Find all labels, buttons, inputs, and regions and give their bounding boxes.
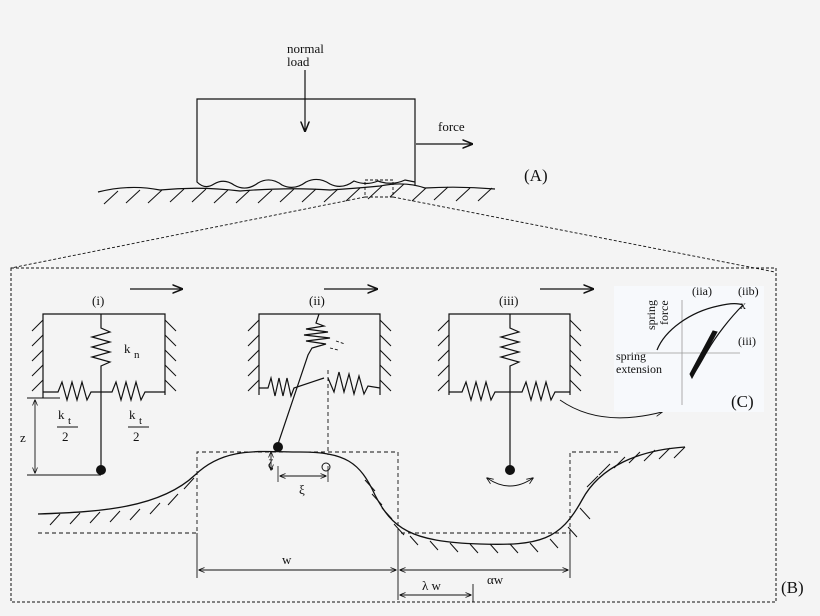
zoom-projection-lines — [10, 196, 776, 273]
tangential-spring-right — [101, 379, 165, 403]
tangential-spring-right-iii — [510, 379, 570, 403]
panel-b-frame — [10, 267, 777, 603]
kt-denominator-right: 2 — [133, 429, 140, 444]
kn-label: k — [124, 341, 131, 356]
kt-label-left: k — [58, 407, 65, 422]
swing-arrow — [487, 478, 533, 487]
kt-denominator-left: 2 — [62, 429, 69, 444]
dimension-lines — [38, 451, 620, 602]
normal-load-label: normal — [287, 41, 324, 56]
contact-node-iii — [505, 465, 515, 475]
kt-subscript-left: t — [68, 415, 71, 427]
loop-iia — [656, 303, 744, 351]
contact-node-ii — [273, 442, 283, 452]
panel-c: spring force spring extension (iia) (iib… — [614, 284, 764, 412]
to-inset-arrow — [559, 399, 662, 419]
kt-label-right: k — [129, 407, 136, 422]
tangential-spring-right-ii — [327, 371, 381, 397]
inset-x-label-2: extension — [616, 362, 662, 376]
panel-b-tag: (B) — [781, 578, 804, 597]
force-label: force — [438, 119, 465, 134]
tilted-normal-spring — [277, 313, 331, 445]
contact-zoom-box — [364, 179, 394, 198]
state-iii-label: (iii) — [499, 293, 519, 308]
contact-node-i — [96, 465, 106, 475]
inset-iii-label: (iii) — [738, 334, 756, 348]
inset-iib-label: (iib) — [738, 284, 759, 298]
inset-y-label-1: spring — [644, 300, 658, 330]
lambda-w-label: λ w — [422, 578, 442, 593]
loop-iii — [689, 330, 718, 380]
inset-background — [614, 286, 764, 412]
w-label: w — [282, 552, 292, 567]
panel-c-tag: (C) — [731, 392, 754, 411]
substrate-hatching — [103, 183, 493, 205]
tangential-spring-left-iii — [449, 379, 510, 403]
z-label: z — [20, 430, 26, 445]
state-i-frame — [27, 289, 182, 476]
normal-load-label-2: load — [287, 54, 310, 69]
rest-position-marker — [321, 462, 331, 472]
normal-spring-iii — [498, 314, 522, 470]
surface-profile — [37, 446, 686, 554]
state-iii-frame — [437, 289, 662, 487]
kt-subscript-right: t — [139, 415, 142, 427]
inset-iia-label: (iia) — [692, 284, 712, 298]
panel-a — [97, 70, 496, 205]
inset-x-label-1: spring — [616, 349, 646, 363]
slider-block — [196, 98, 416, 189]
state-i-label: (i) — [92, 293, 104, 308]
alpha-w-label: αw — [487, 572, 504, 587]
panel-a-tag: (A) — [524, 166, 548, 185]
substrate-surface — [97, 183, 496, 193]
state-ii-frame — [247, 289, 392, 482]
normal-spring — [89, 314, 113, 470]
tangential-spring-left-ii — [259, 375, 325, 399]
kn-subscript: n — [134, 349, 140, 361]
tangential-spring-left — [43, 379, 101, 403]
inset-x-marker: x — [740, 298, 746, 312]
inset-y-label-2: force — [657, 300, 671, 325]
zeta-label: ζ — [268, 456, 274, 471]
xi-label: ξ — [299, 482, 305, 497]
state-ii-label: (ii) — [309, 293, 325, 308]
